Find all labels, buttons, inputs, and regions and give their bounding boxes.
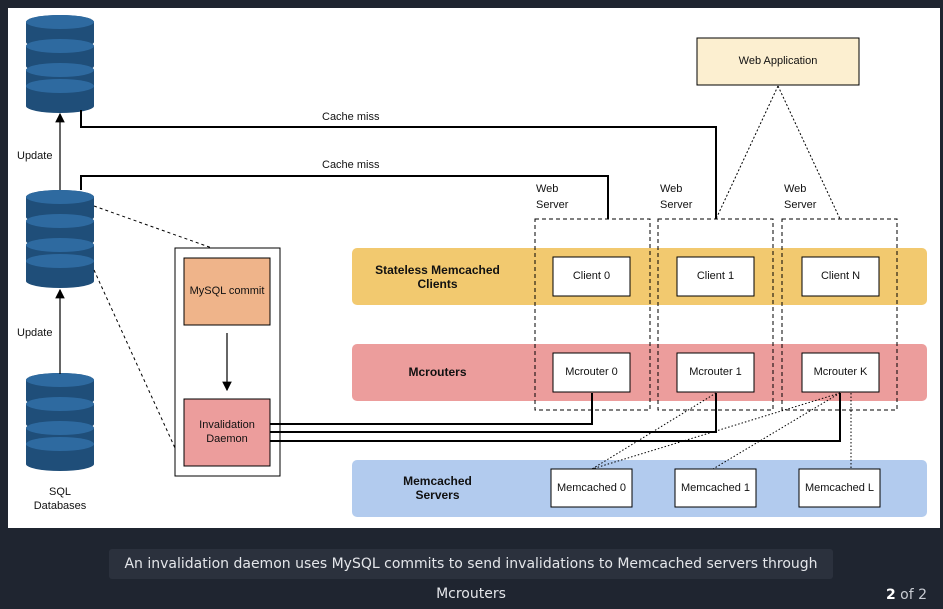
clients-band [352, 248, 927, 305]
slide-caption: An invalidation daemon uses MySQL commit… [109, 549, 833, 602]
web-server-1-frame [657, 218, 774, 411]
memcached-l-label: Memcached L [804, 482, 875, 494]
memcached-1-label: Memcached 1 [680, 482, 751, 494]
pager-current: 2 [885, 587, 896, 603]
invalidation-daemon-box [183, 398, 271, 467]
mysql-commit-box [183, 257, 271, 326]
client-0-box [552, 256, 631, 297]
web-server-0-label: Web Server [536, 183, 569, 211]
web-application-label: Web Application [738, 55, 818, 67]
client-0-label: Client 0 [572, 270, 611, 282]
client-1-box [676, 256, 755, 297]
clients-layer-label: Stateless Memcached Clients [375, 263, 500, 291]
slide-pager: 2 of 2 [886, 587, 927, 603]
mcrouter-k-label: Mcrouter K [813, 366, 868, 378]
web-server-0-frame [534, 218, 651, 411]
cache-miss-label-bottom: Cache miss [322, 159, 380, 171]
mcrouters-layer-label: Mcrouters [408, 365, 467, 379]
update-label-bottom: Update [17, 327, 53, 339]
web-server-n-label: Web Server [784, 183, 817, 211]
architecture-diagram [26, 15, 927, 517]
update-label-top: Update [17, 150, 53, 162]
db-middle-icon [26, 190, 94, 288]
slide-canvas: Web Application Cache miss Cache miss Up… [8, 8, 940, 528]
client-n-label: Client N [820, 270, 861, 282]
memcached-layer-label: Memcached Servers [403, 474, 472, 502]
client-n-box [801, 256, 880, 297]
memcached-1-box [674, 468, 757, 508]
cache-miss-label-top: Cache miss [322, 111, 380, 123]
mysql-commit-label: MySQL commit [189, 285, 265, 297]
db-top-icon [26, 15, 94, 113]
client-1-label: Client 1 [696, 270, 735, 282]
memcached-0-box [550, 468, 633, 508]
mcrouters-band [352, 344, 927, 401]
mcrouter-0-label: Mcrouter 0 [565, 366, 618, 378]
invalidation-daemon-label: Invalidation Daemon [199, 419, 255, 445]
mcrouter-0-box [552, 352, 631, 393]
pager-total: of 2 [900, 587, 927, 603]
memcached-l-box [798, 468, 881, 508]
db-bottom-icon [26, 373, 94, 471]
mcrouter-k-box [801, 352, 880, 393]
web-application-box [696, 37, 860, 86]
sql-databases-label: SQL Databases [33, 486, 87, 512]
mcrouter-1-label: Mcrouter 1 [689, 366, 742, 378]
mcrouter-1-box [676, 352, 755, 393]
memcached-band [352, 460, 927, 517]
web-server-n-frame [781, 218, 898, 411]
memcached-0-label: Memcached 0 [556, 482, 627, 494]
web-server-1-label: Web Server [660, 183, 693, 211]
